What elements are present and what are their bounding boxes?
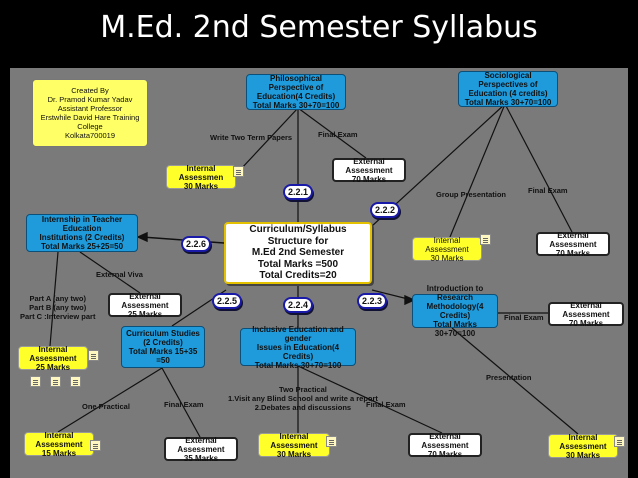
credit-box: Created By Dr. Pramod Kumar Yadav Assist… xyxy=(32,79,148,147)
external-assessment-2-2-6: External Assessment 25 Marks xyxy=(108,292,182,319)
note-icon xyxy=(90,440,101,451)
note-icon xyxy=(326,436,337,447)
paper-2-2-4-box: Inclusive Education and gender Issues in… xyxy=(240,325,356,370)
arrowhead-223 xyxy=(404,294,416,306)
code-2-2-3: 2.2.3 xyxy=(357,293,387,309)
note-icon xyxy=(233,166,244,177)
paper-2-2-2-box: Sociological Perspectives of Education (… xyxy=(458,71,558,107)
code-2-2-5: 2.2.5 xyxy=(212,293,242,309)
paper-2-2-1-box: Philosophical Perspective of Education(4… xyxy=(246,74,346,110)
link-226-ea xyxy=(79,251,141,294)
external-assessment-2-2-5: External Assessment 35 Marks xyxy=(164,436,238,463)
code-2-2-2: 2.2.2 xyxy=(370,202,400,218)
link-221-ia xyxy=(239,107,299,171)
link-221-ea xyxy=(297,107,367,159)
internal-assessment-2-2-4: Internal Assessment 30 Marks xyxy=(258,432,330,459)
link-222-ea xyxy=(504,103,573,233)
paper-2-2-5-box: Curriculum Studies (2 Credits) Total Mar… xyxy=(121,326,205,368)
link-label-final-exam: Final Exam xyxy=(164,400,204,409)
internal-assessment-2-2-5: Internal Assessment 15 Marks xyxy=(24,431,94,458)
slide-title: M.Ed. 2nd Semester Syllabus xyxy=(100,10,538,45)
internal-assessment-2-2-2: Internal Assessment 30 Marks xyxy=(412,236,482,263)
link-223-ia xyxy=(451,327,579,435)
code-2-2-6: 2.2.6 xyxy=(181,236,211,252)
external-assessment-2-2-2: External Assessment 70 Marks xyxy=(536,231,610,258)
link-222-ia xyxy=(449,103,506,238)
paper-2-2-6-box: Internship in Teacher Education Institut… xyxy=(26,214,138,252)
code-2-2-1: 2.2.1 xyxy=(283,184,313,200)
link-label-two-practical: Two Practical 1.Visit any Blind School a… xyxy=(228,385,378,412)
link-label-final-exam: Final Exam xyxy=(528,186,568,195)
link-label-external-viva: External Viva xyxy=(96,270,143,279)
external-assessment-2-2-1: External Assessment 70 Marks xyxy=(332,157,406,184)
note-icon xyxy=(30,376,41,387)
link-225-ia xyxy=(57,367,163,433)
link-label-parts: Part A (any two) Part B (any two) Part C… xyxy=(20,294,96,321)
note-icon xyxy=(480,234,491,245)
code-2-2-4: 2.2.4 xyxy=(283,297,313,313)
note-icon xyxy=(614,436,625,447)
link-label-final-exam: Final Exam xyxy=(504,313,544,322)
external-assessment-2-2-3: External Assessment 70 Marks xyxy=(548,301,624,328)
link-label-one-practical: One Practical xyxy=(82,402,130,411)
link-label-write-two-term-papers: Write Two Term Papers xyxy=(210,133,293,142)
note-icon xyxy=(70,376,81,387)
note-icon xyxy=(50,376,61,387)
paper-2-2-3-box: Introduction to Research Methodology(4 C… xyxy=(412,284,498,338)
internal-assessment-2-2-3: Internal Assessment 30 Marks xyxy=(548,433,618,460)
external-assessment-2-2-4: External Assessment 70 Marks xyxy=(408,432,482,459)
arrowhead-226 xyxy=(136,231,148,243)
internal-assessment-2-2-1: Internal Assessmen 30 Marks xyxy=(166,164,236,191)
link-224-ea xyxy=(297,365,443,434)
link-label-presentation: Presentation xyxy=(486,373,532,382)
center-structure-box: Curriculum/Syllabus Structure for M.Ed 2… xyxy=(224,222,372,284)
link-226-ia xyxy=(49,251,59,347)
internal-assessment-2-2-6: Internal Assessment 25 Marks xyxy=(18,345,88,372)
link-label-final-exam: Final Exam xyxy=(366,400,406,409)
link-225-ea xyxy=(161,367,201,438)
link-label-group-presentation: Group Presentation xyxy=(436,190,507,199)
link-label-final-exam: Final Exam xyxy=(318,130,358,139)
note-icon xyxy=(88,350,99,361)
